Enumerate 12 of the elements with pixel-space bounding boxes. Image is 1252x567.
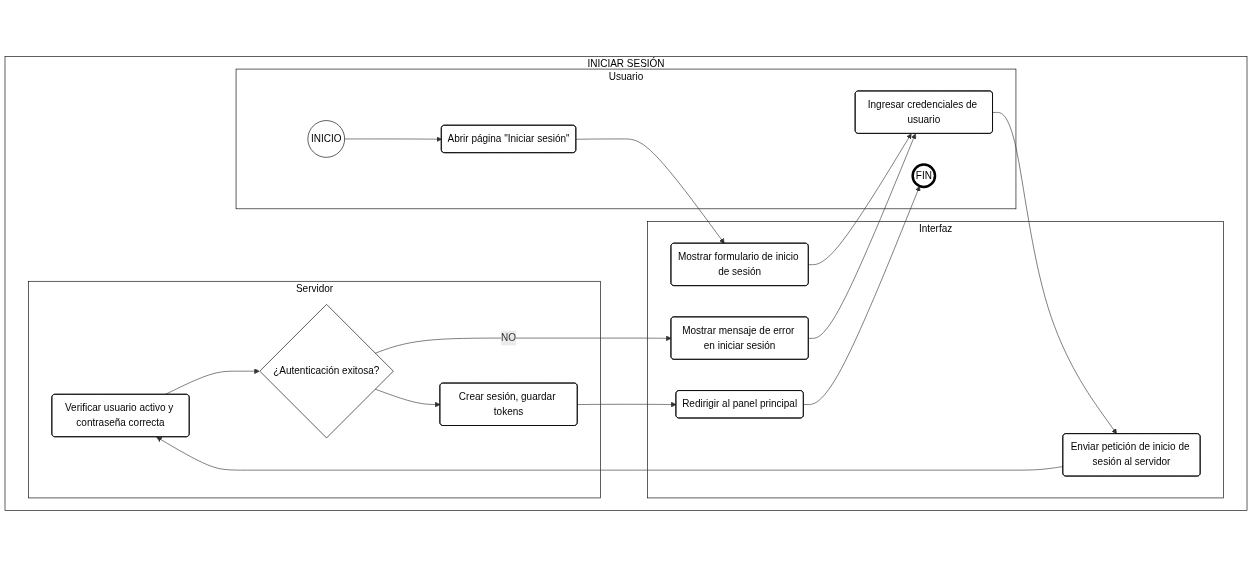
process-box: Ingresar credenciales de usuario bbox=[854, 90, 993, 134]
process-box: Verificar usuario activo y contraseña correcta bbox=[51, 393, 190, 438]
process-box: Crear sesión, guardar tokens bbox=[439, 382, 578, 426]
edge-label: NO bbox=[501, 330, 517, 346]
process-box: Redirigir al panel principal bbox=[675, 390, 804, 419]
terminal-circle: FIN bbox=[911, 163, 937, 189]
terminal-circle: INICIO bbox=[307, 120, 345, 158]
process-box: Abrir página "Iniciar sesión" bbox=[441, 124, 577, 153]
decision-diamond: ¿Autenticación exitosa? bbox=[259, 304, 394, 439]
process-box: Enviar petición de inicio de sesión al servidor bbox=[1062, 433, 1201, 477]
process-box: Mostrar formulario de inicio de sesión bbox=[670, 242, 809, 286]
process-box: Mostrar mensaje de error en iniciar sesión bbox=[670, 316, 809, 360]
